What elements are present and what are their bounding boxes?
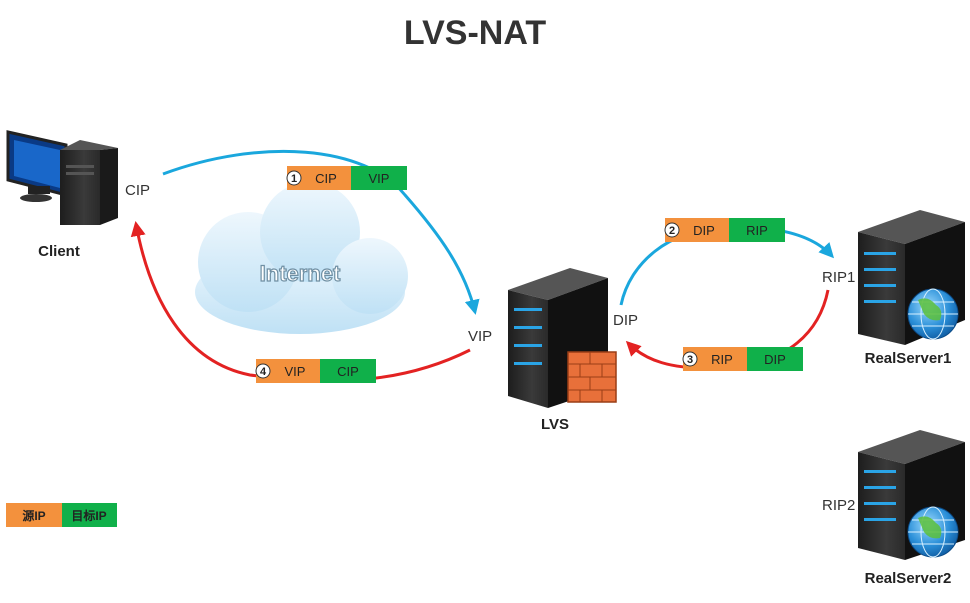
packet-box-1: 1 CIP VIP [286, 166, 407, 190]
firewall-icon [567, 351, 617, 403]
client-label: Client [38, 243, 80, 260]
legend-source-swatch [6, 503, 62, 527]
packet-dest-ip: CIP [337, 364, 359, 379]
packet-source-ip: DIP [693, 223, 715, 238]
packet-dest-cell [351, 166, 407, 190]
realserver1-label: RealServer1 [865, 350, 952, 367]
packet-dest-ip: VIP [369, 171, 390, 186]
packet-dest-ip: RIP [746, 223, 768, 238]
globe-icon [907, 288, 959, 340]
step-badge [255, 363, 271, 379]
globe-icon [907, 506, 959, 558]
packet-dest-cell [747, 347, 803, 371]
cip-label: CIP [125, 182, 150, 199]
lvs-label: LVS [541, 416, 569, 433]
realserver1-icon [858, 210, 965, 345]
step-badge [286, 170, 302, 186]
vip-label: VIP [468, 328, 492, 345]
rip1-label: RIP1 [822, 269, 855, 286]
step-number: 2 [669, 225, 675, 237]
step-number: 3 [687, 354, 693, 366]
packet-source-ip: VIP [285, 364, 306, 379]
response-arrow-lvs-to-client [130, 221, 471, 383]
packet-dest-ip: DIP [764, 352, 786, 367]
step-number: 4 [260, 366, 267, 378]
step-badge [664, 222, 680, 238]
packet-source-ip: CIP [315, 171, 337, 186]
step-badge [682, 351, 698, 367]
packet-dest-cell [320, 359, 376, 383]
rip2-label: RIP2 [822, 497, 855, 514]
client-computer-icon [6, 130, 118, 225]
realserver2-label: RealServer2 [865, 570, 952, 587]
legend-dest-swatch [62, 503, 117, 527]
packet-box-3: 3 RIP DIP [682, 347, 803, 371]
packet-box-4: 4 VIP CIP [255, 359, 376, 383]
legend-source-label: 源IP [22, 508, 45, 523]
legend-dest-label: 目标IP [71, 508, 106, 523]
legend: 源IP 目标IP [6, 503, 117, 527]
step-number: 1 [291, 173, 297, 185]
packet-source-ip: RIP [711, 352, 733, 367]
diagram-title: LVS-NAT [404, 14, 547, 52]
dip-label: DIP [613, 312, 638, 329]
cloud-label: Internet [260, 261, 341, 286]
packet-dest-cell [729, 218, 785, 242]
packet-box-2: 2 DIP RIP [664, 218, 785, 242]
internet-cloud-icon: Internet [195, 182, 408, 334]
